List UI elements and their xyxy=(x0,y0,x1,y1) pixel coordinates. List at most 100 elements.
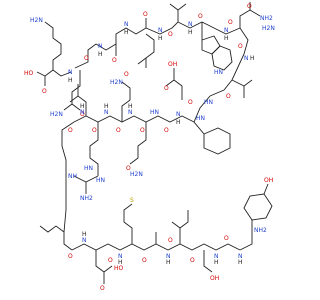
atom-a11: O xyxy=(112,57,117,64)
phe-ring xyxy=(203,127,231,155)
atom-a10: H xyxy=(98,51,103,58)
gln-amide-bond xyxy=(71,103,81,111)
leu1-branch-bond xyxy=(137,57,147,65)
gln3-sidechain-bond xyxy=(129,122,147,165)
atom-a6: O xyxy=(84,55,89,62)
atom-a48: N xyxy=(80,109,85,116)
atom-a54: NH2 xyxy=(80,195,93,202)
leu-backbone-bond xyxy=(145,21,215,35)
atom-a1: H2N xyxy=(30,17,43,24)
atom-a72: N xyxy=(238,253,243,260)
tyr-ring xyxy=(243,193,273,221)
atom-a37: H xyxy=(176,119,181,126)
leu2-sidechain-bond xyxy=(177,3,187,22)
atom-a79: O xyxy=(168,237,173,244)
atom-a68: O xyxy=(190,257,195,264)
atom-a3: HO xyxy=(24,70,34,77)
atom-a46: H xyxy=(104,103,109,110)
val-backbone-bond xyxy=(209,53,245,97)
atom-a43: H xyxy=(128,103,133,110)
leu1-sidechain-bond xyxy=(145,33,155,68)
atom-a28: H xyxy=(250,55,255,62)
atom-a41: O xyxy=(140,127,145,134)
molecule-canvas: H2N O HO N H O H2N O N H O N H O N H O N… xyxy=(24,2,275,292)
atom-a39: O xyxy=(164,127,169,134)
arg-sidechain-bond xyxy=(89,122,99,176)
atom-a78: S xyxy=(130,197,134,204)
atom-a8: O xyxy=(80,111,85,118)
atom-a50: O xyxy=(68,127,73,134)
atom-a16: H xyxy=(158,35,163,42)
trp-benzo-ring xyxy=(211,45,233,71)
atom-a33: O xyxy=(164,85,169,92)
atom-a74: OH xyxy=(264,177,273,184)
atom-a62: O xyxy=(108,257,113,264)
lys-cterm-bond xyxy=(36,69,54,77)
atom-a66: N xyxy=(166,253,171,260)
ile1-sidechain-bond xyxy=(69,95,87,116)
atom-a60: N xyxy=(82,237,87,244)
asp1-acid-bond xyxy=(165,79,175,87)
atom-a36: HN xyxy=(196,115,205,122)
atom-a49: H xyxy=(80,103,85,110)
atom-a40: HN xyxy=(150,109,159,116)
peptide-structure-diagram: H2N O HO N H O H2N O N H O N H O N H O N… xyxy=(24,2,275,292)
atom-a27: N xyxy=(244,55,249,62)
atom-a5: H xyxy=(68,77,73,84)
atom-a26: HN xyxy=(214,69,223,76)
ala-backbone-bond xyxy=(95,18,147,51)
gln2-sidechain-bond xyxy=(121,81,131,122)
atom-a45: N xyxy=(104,109,109,116)
atom-a34: OH xyxy=(168,61,177,68)
ile2-sidechain-bond xyxy=(179,210,189,244)
atom-a71: O xyxy=(224,235,229,242)
atom-a58: H2N xyxy=(130,171,143,178)
asp1-sidechain-bond xyxy=(173,68,183,100)
lys-sidechain-bond xyxy=(44,21,62,70)
atom-a29: O xyxy=(238,43,243,50)
trp-indole-ring xyxy=(201,35,221,55)
tyr-hydroxyl-bond xyxy=(263,183,269,195)
atom-a55: O xyxy=(124,71,129,78)
atom-a15: N xyxy=(158,27,163,34)
atom-a7: H2N xyxy=(50,111,63,118)
atom-a65: O xyxy=(142,257,147,264)
atom-a31: O xyxy=(226,93,231,100)
asn-backbone-bond xyxy=(213,27,249,55)
atom-a73: H xyxy=(238,259,243,266)
lys-backbone-bond xyxy=(52,69,72,77)
atom-a18: N xyxy=(188,21,193,28)
atom-a56: H2N xyxy=(110,79,123,86)
atom-a52: HN xyxy=(96,177,105,184)
gln-backbone-bond xyxy=(74,43,97,69)
phe-link-bond xyxy=(193,95,211,135)
guanidine-bond xyxy=(73,175,99,183)
atom-a80: OH xyxy=(210,275,219,282)
ser-sidechain-bond xyxy=(203,250,213,273)
atom-a44: O xyxy=(116,127,121,134)
asn-sidechain-bond xyxy=(239,9,261,28)
atom-a20: O xyxy=(198,13,203,20)
atom-a38: N xyxy=(176,111,181,118)
ile2-branch-bond xyxy=(171,221,181,229)
atom-a19: H xyxy=(188,29,193,36)
atom-a13: H xyxy=(124,29,129,36)
atom-a42: N xyxy=(128,109,133,116)
atom-a69: N xyxy=(214,253,219,260)
met-sidechain-bond xyxy=(123,203,133,244)
lys2-sidechain-bond xyxy=(39,225,73,251)
atom-labels: H2N O HO N H O H2N O N H O N H O N H O N… xyxy=(24,3,275,292)
atom-a21: N xyxy=(224,27,229,34)
atom-a14: O xyxy=(143,11,148,18)
gln-sidechain-bond xyxy=(63,70,81,111)
atom-a63: N xyxy=(118,253,123,260)
atom-a30: H2N xyxy=(262,25,275,32)
atom-a64: H xyxy=(118,259,123,266)
atom-a51: HN xyxy=(84,165,93,172)
atom-a25: NH2 xyxy=(260,15,273,22)
atom-a47: O xyxy=(92,127,97,134)
val-sidechain-bond xyxy=(231,79,253,87)
atom-a12: N xyxy=(124,21,129,28)
atom-a32: HN xyxy=(204,99,213,106)
atom-a77: HO xyxy=(114,265,124,272)
